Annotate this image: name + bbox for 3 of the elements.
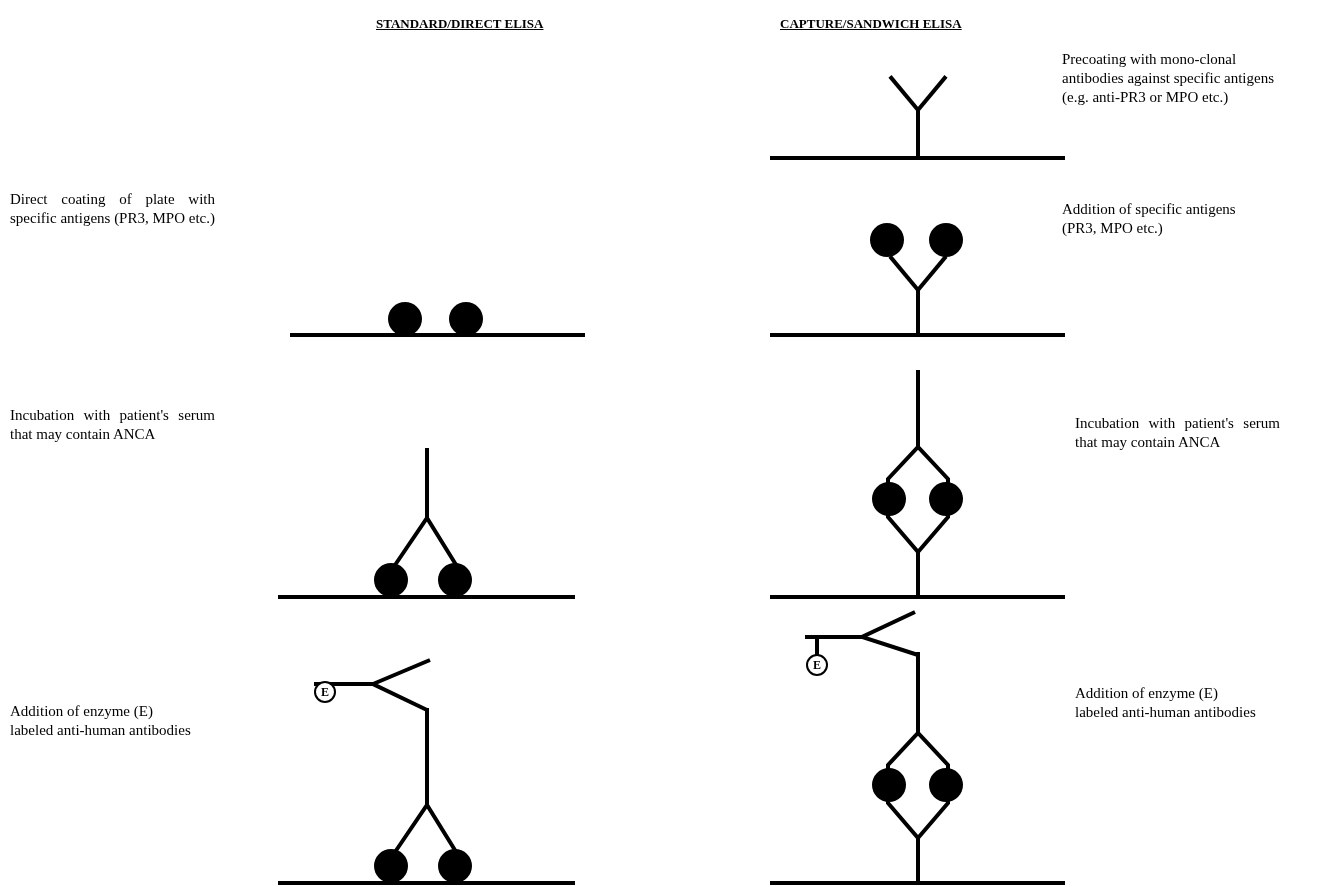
enzyme-label: E (314, 681, 336, 703)
step-description: Direct coating of plate with specific antigens (PR3, MPO etc.) (10, 190, 215, 228)
enzyme-label: E (806, 654, 828, 676)
